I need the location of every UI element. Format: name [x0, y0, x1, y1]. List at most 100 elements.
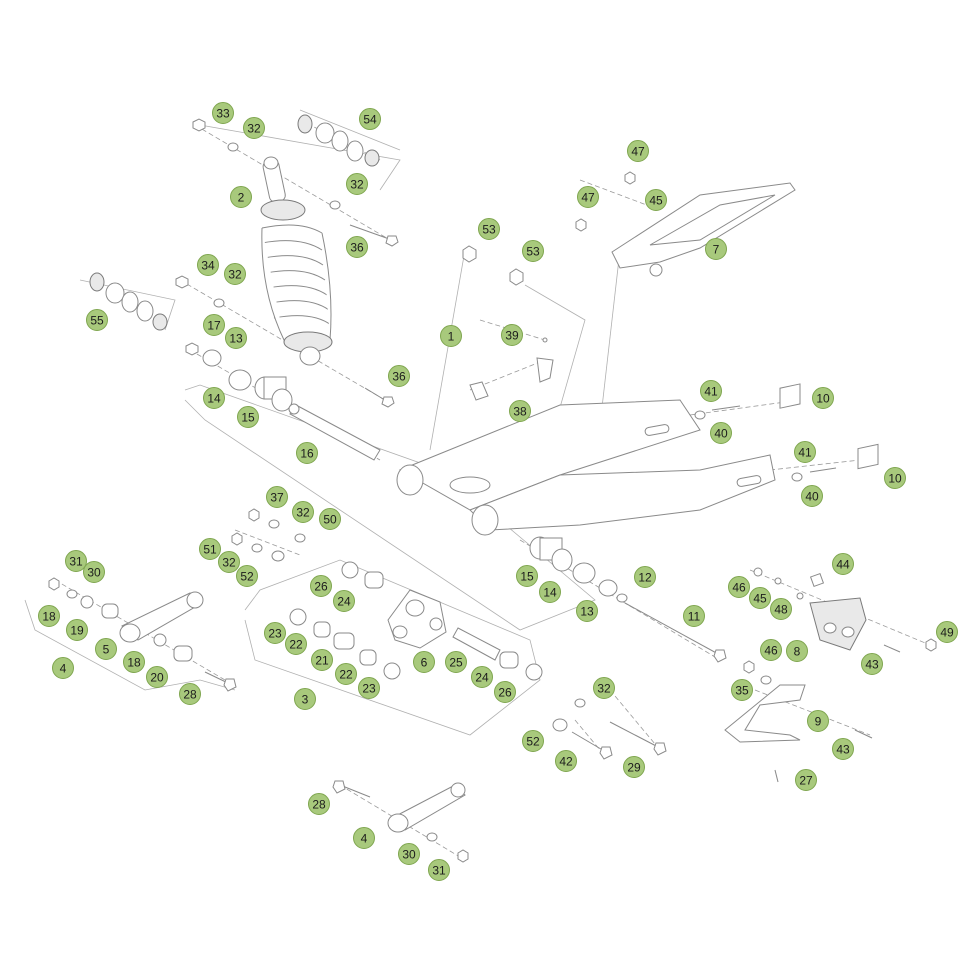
- callout-50[interactable]: 50: [319, 508, 341, 530]
- callout-22[interactable]: 22: [335, 663, 357, 685]
- callout-46[interactable]: 46: [760, 639, 782, 661]
- callout-badge[interactable]: [832, 738, 854, 760]
- callout-52[interactable]: 52: [236, 565, 258, 587]
- callout-badge[interactable]: [509, 400, 531, 422]
- callout-badge[interactable]: [335, 663, 357, 685]
- callout-badge[interactable]: [760, 639, 782, 661]
- callout-badge[interactable]: [266, 486, 288, 508]
- callout-39[interactable]: 39: [501, 324, 523, 346]
- callout-badge[interactable]: [83, 561, 105, 583]
- callout-badge[interactable]: [440, 325, 462, 347]
- callout-badge[interactable]: [294, 688, 316, 710]
- callout-badge[interactable]: [623, 756, 645, 778]
- callout-badge[interactable]: [197, 254, 219, 276]
- callout-badge[interactable]: [770, 598, 792, 620]
- callout-badge[interactable]: [700, 380, 722, 402]
- callout-badge[interactable]: [333, 590, 355, 612]
- callout-8[interactable]: 8: [786, 640, 808, 662]
- callout-38[interactable]: 38: [509, 400, 531, 422]
- callout-badge[interactable]: [225, 327, 247, 349]
- callout-4[interactable]: 4: [52, 657, 74, 679]
- callout-32[interactable]: 32: [292, 501, 314, 523]
- callout-badge[interactable]: [38, 605, 60, 627]
- callout-badge[interactable]: [95, 638, 117, 660]
- callout-14[interactable]: 14: [539, 581, 561, 603]
- callout-badge[interactable]: [230, 186, 252, 208]
- callout-30[interactable]: 30: [398, 843, 420, 865]
- callout-badge[interactable]: [346, 236, 368, 258]
- callout-badge[interactable]: [243, 117, 265, 139]
- callout-30[interactable]: 30: [83, 561, 105, 583]
- callout-7[interactable]: 7: [705, 238, 727, 260]
- callout-53[interactable]: 53: [522, 240, 544, 262]
- callout-badge[interactable]: [445, 651, 467, 673]
- callout-badge[interactable]: [807, 710, 829, 732]
- callout-10[interactable]: 10: [884, 467, 906, 489]
- callout-badge[interactable]: [749, 587, 771, 609]
- callout-badge[interactable]: [428, 859, 450, 881]
- callout-23[interactable]: 23: [358, 677, 380, 699]
- callout-badge[interactable]: [65, 550, 87, 572]
- callout-badge[interactable]: [627, 140, 649, 162]
- callout-48[interactable]: 48: [770, 598, 792, 620]
- callout-badge[interactable]: [292, 501, 314, 523]
- callout-32[interactable]: 32: [243, 117, 265, 139]
- callout-badge[interactable]: [236, 565, 258, 587]
- callout-badge[interactable]: [936, 621, 958, 643]
- callout-31[interactable]: 31: [428, 859, 450, 881]
- callout-32[interactable]: 32: [346, 173, 368, 195]
- callout-15[interactable]: 15: [516, 565, 538, 587]
- callout-36[interactable]: 36: [346, 236, 368, 258]
- callout-55[interactable]: 55: [86, 309, 108, 331]
- callout-badge[interactable]: [359, 108, 381, 130]
- callout-21[interactable]: 21: [311, 649, 333, 671]
- callout-badge[interactable]: [358, 677, 380, 699]
- callout-23[interactable]: 23: [264, 622, 286, 644]
- callout-13[interactable]: 13: [576, 600, 598, 622]
- callout-badge[interactable]: [179, 683, 201, 705]
- callout-badge[interactable]: [310, 575, 332, 597]
- callout-badge[interactable]: [795, 769, 817, 791]
- callout-41[interactable]: 41: [794, 441, 816, 463]
- callout-badge[interactable]: [593, 677, 615, 699]
- callout-45[interactable]: 45: [749, 587, 771, 609]
- callout-badge[interactable]: [832, 553, 854, 575]
- callout-19[interactable]: 19: [66, 619, 88, 641]
- callout-badge[interactable]: [203, 314, 225, 336]
- callout-badge[interactable]: [683, 605, 705, 627]
- callout-32[interactable]: 32: [218, 551, 240, 573]
- callout-18[interactable]: 18: [123, 651, 145, 673]
- callout-badge[interactable]: [516, 565, 538, 587]
- callout-badge[interactable]: [237, 406, 259, 428]
- callout-28[interactable]: 28: [179, 683, 201, 705]
- callout-31[interactable]: 31: [65, 550, 87, 572]
- callout-40[interactable]: 40: [801, 485, 823, 507]
- callout-badge[interactable]: [884, 467, 906, 489]
- callout-badge[interactable]: [555, 750, 577, 772]
- callout-badge[interactable]: [634, 566, 656, 588]
- callout-44[interactable]: 44: [832, 553, 854, 575]
- callout-badge[interactable]: [218, 551, 240, 573]
- callout-4[interactable]: 4: [353, 827, 375, 849]
- callout-badge[interactable]: [539, 581, 561, 603]
- callout-16[interactable]: 16: [296, 442, 318, 464]
- callout-2[interactable]: 2: [230, 186, 252, 208]
- callout-22[interactable]: 22: [285, 633, 307, 655]
- callout-15[interactable]: 15: [237, 406, 259, 428]
- callout-badge[interactable]: [812, 387, 834, 409]
- callout-27[interactable]: 27: [795, 769, 817, 791]
- callout-badge[interactable]: [522, 240, 544, 262]
- callout-badge[interactable]: [471, 666, 493, 688]
- callout-badge[interactable]: [285, 633, 307, 655]
- callout-badge[interactable]: [801, 485, 823, 507]
- callout-badge[interactable]: [346, 173, 368, 195]
- callout-badge[interactable]: [522, 730, 544, 752]
- callout-43[interactable]: 43: [832, 738, 854, 760]
- callout-badge[interactable]: [705, 238, 727, 260]
- callout-26[interactable]: 26: [310, 575, 332, 597]
- callout-47[interactable]: 47: [577, 186, 599, 208]
- callout-32[interactable]: 32: [224, 263, 246, 285]
- callout-badge[interactable]: [398, 843, 420, 865]
- callout-29[interactable]: 29: [623, 756, 645, 778]
- callout-42[interactable]: 42: [555, 750, 577, 772]
